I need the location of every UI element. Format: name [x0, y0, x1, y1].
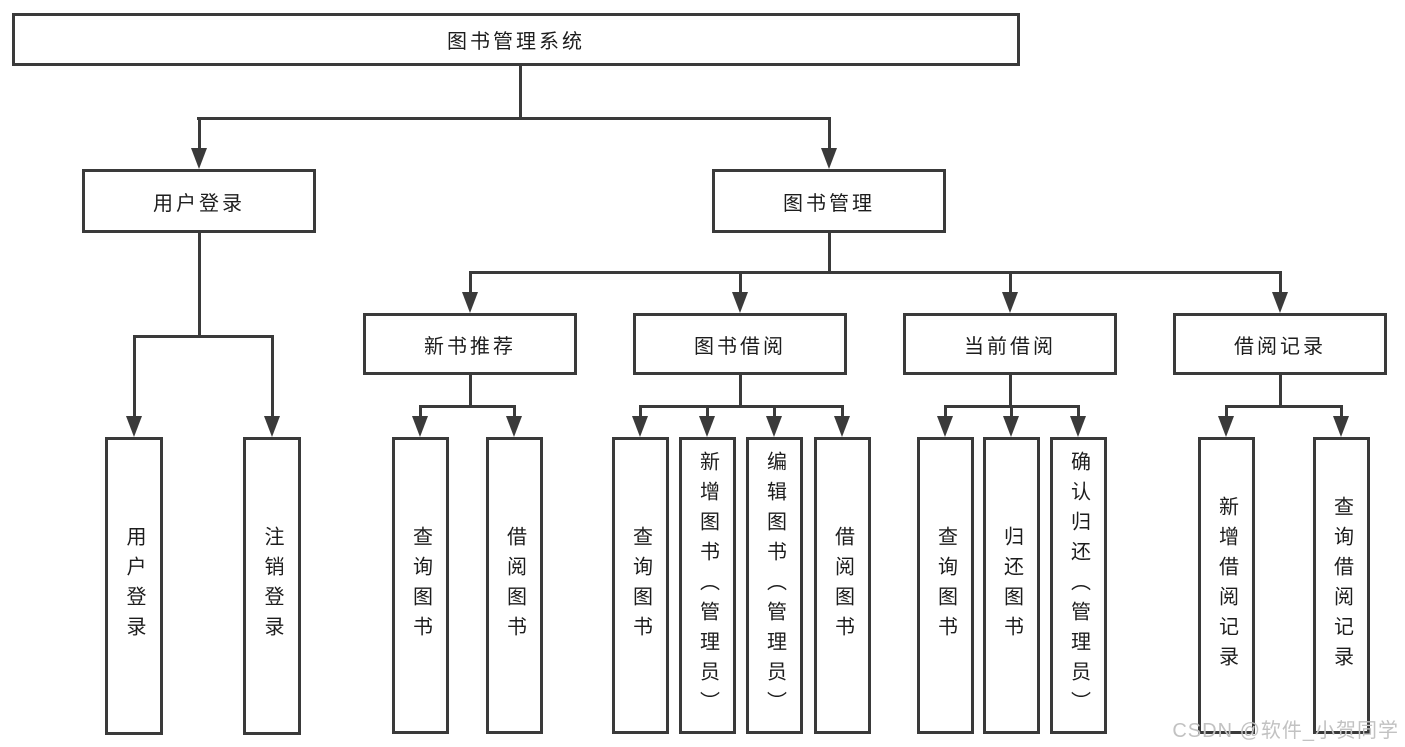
connector-line	[773, 405, 776, 420]
connector-line	[1225, 405, 1343, 408]
connector-line	[739, 374, 742, 407]
node-label: 借阅图书	[503, 525, 526, 646]
connector-line	[469, 374, 472, 407]
node-label: 确认归还（管理员）	[1067, 450, 1090, 721]
leaf-confirm-return-admin: 确认归还（管理员）	[1050, 437, 1107, 734]
connector-arrow-icon	[1218, 416, 1234, 437]
leaf-query-borrow-record: 查询借阅记录	[1313, 437, 1370, 734]
connector-arrow-icon	[191, 148, 207, 169]
node-label: 注销登录	[261, 526, 283, 646]
connector-line	[197, 117, 831, 120]
connector-arrow-icon	[462, 292, 478, 313]
connector-line	[1010, 405, 1013, 420]
connector-line	[198, 233, 201, 337]
leaf-logout: 注销登录	[243, 437, 301, 735]
connector-line	[739, 271, 742, 297]
leaf-return-book: 归还图书	[983, 437, 1040, 734]
leaf-borrow-books: 借阅图书	[814, 437, 871, 734]
connector-line	[828, 117, 831, 153]
connector-arrow-icon	[506, 416, 522, 437]
connector-line	[133, 335, 136, 421]
node-label: 查询图书	[409, 525, 432, 646]
node-label: 用户登录	[123, 526, 145, 646]
connector-arrow-icon	[126, 416, 142, 437]
connector-line	[519, 64, 522, 120]
connector-line	[1009, 374, 1012, 407]
connector-arrow-icon	[264, 416, 280, 437]
connector-line	[1077, 405, 1080, 420]
node-book-management: 图书管理	[712, 169, 946, 233]
node-root-system: 图书管理系统	[12, 13, 1020, 66]
node-label: 查询图书	[629, 525, 652, 646]
connector-line	[1225, 405, 1228, 420]
leaf-query-books-recommend: 查询图书	[392, 437, 449, 734]
connector-arrow-icon	[766, 416, 782, 437]
node-label: 编辑图书（管理员）	[763, 450, 786, 721]
node-label: 新增图书（管理员）	[696, 450, 719, 721]
leaf-query-books-current: 查询图书	[917, 437, 974, 734]
leaf-add-book-admin: 新增图书（管理员）	[679, 437, 736, 734]
connector-arrow-icon	[834, 416, 850, 437]
node-label: 新书推荐	[424, 335, 516, 358]
node-label: 查询借阅记录	[1330, 495, 1353, 676]
leaf-borrow-books-recommend: 借阅图书	[486, 437, 543, 734]
connector-line	[706, 405, 709, 420]
node-label: 查询图书	[934, 525, 957, 646]
node-current-borrowing: 当前借阅	[903, 313, 1117, 375]
node-new-book-recommend: 新书推荐	[363, 313, 577, 375]
node-label: 图书管理	[783, 192, 875, 215]
connector-line	[419, 405, 516, 408]
connector-arrow-icon	[699, 416, 715, 437]
connector-line	[513, 405, 516, 420]
node-label: 借阅记录	[1234, 335, 1326, 358]
connector-arrow-icon	[1003, 416, 1019, 437]
node-user-login: 用户登录	[82, 169, 316, 233]
connector-arrow-icon	[1070, 416, 1086, 437]
node-label: 当前借阅	[964, 335, 1056, 358]
leaf-edit-book-admin: 编辑图书（管理员）	[746, 437, 803, 734]
connector-line	[1279, 374, 1282, 407]
node-book-borrowing: 图书借阅	[633, 313, 847, 375]
node-label: 图书借阅	[694, 335, 786, 358]
connector-arrow-icon	[1002, 292, 1018, 313]
connector-line	[1009, 271, 1012, 297]
connector-line	[133, 335, 274, 338]
node-label: 图书管理系统	[447, 31, 585, 53]
connector-arrow-icon	[1333, 416, 1349, 437]
connector-arrow-icon	[732, 292, 748, 313]
connector-line	[198, 117, 201, 153]
connector-line	[1340, 405, 1343, 420]
connector-arrow-icon	[412, 416, 428, 437]
connector-line	[469, 271, 472, 297]
node-label: 借阅图书	[831, 525, 854, 646]
leaf-user-login: 用户登录	[105, 437, 163, 735]
watermark: CSDN @软件_小贺同学	[1172, 720, 1399, 742]
connector-line	[944, 405, 947, 420]
node-label: 用户登录	[153, 192, 245, 215]
connector-line	[639, 405, 642, 420]
connector-line	[1279, 271, 1282, 297]
connector-line	[469, 271, 1282, 274]
connector-line	[639, 405, 844, 408]
connector-arrow-icon	[821, 148, 837, 169]
connector-line	[419, 405, 422, 420]
node-borrowing-records: 借阅记录	[1173, 313, 1387, 375]
node-label: 新增借阅记录	[1215, 495, 1238, 676]
connector-line	[271, 335, 274, 421]
leaf-query-books-borrowing: 查询图书	[612, 437, 669, 734]
connector-line	[841, 405, 844, 420]
connector-line	[828, 233, 831, 274]
connector-arrow-icon	[632, 416, 648, 437]
node-label: 归还图书	[1000, 525, 1023, 646]
leaf-add-borrow-record: 新增借阅记录	[1198, 437, 1255, 734]
connector-arrow-icon	[937, 416, 953, 437]
connector-arrow-icon	[1272, 292, 1288, 313]
